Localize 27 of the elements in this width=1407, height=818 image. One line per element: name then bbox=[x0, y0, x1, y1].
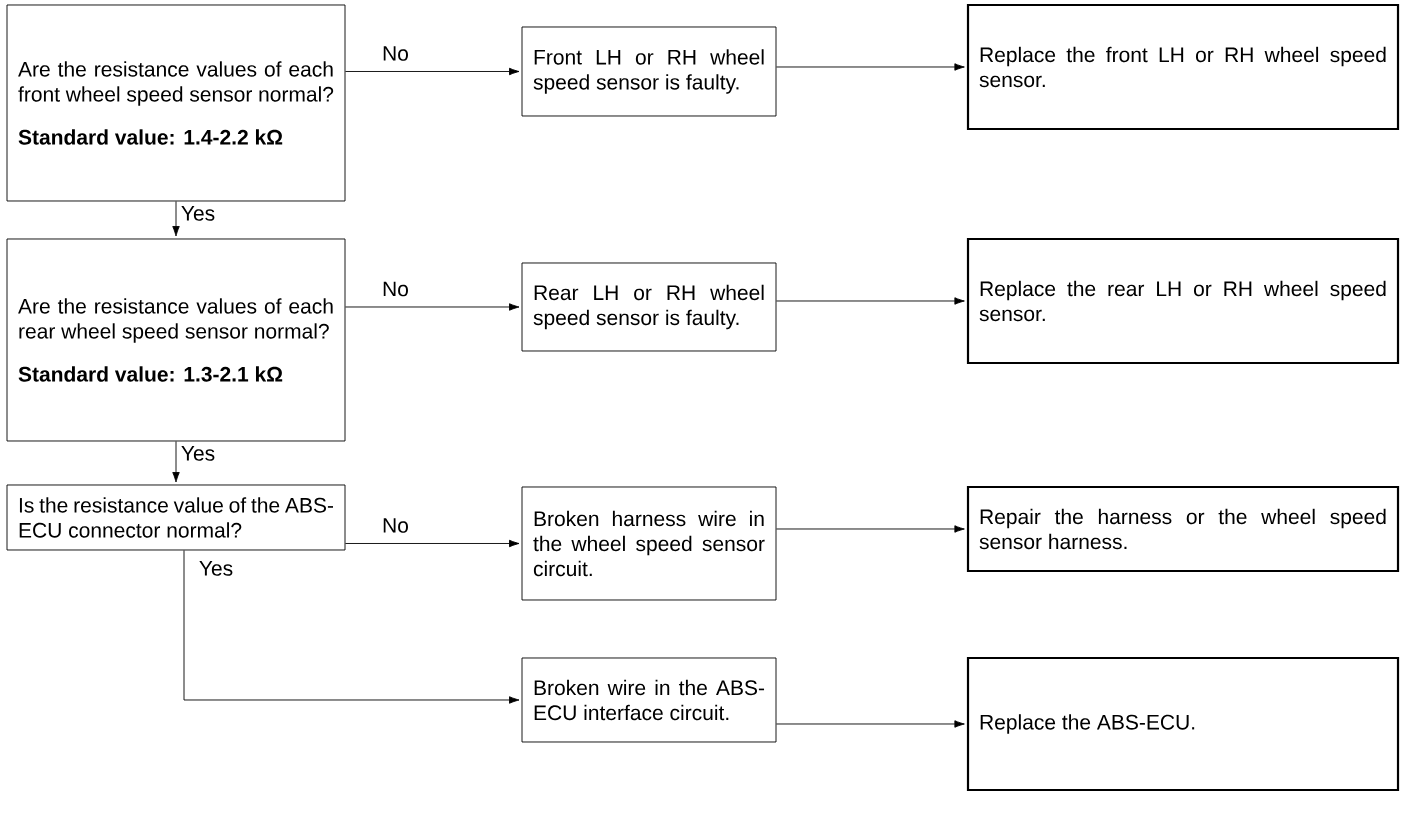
edge-label: Yes bbox=[179, 445, 217, 462]
arrow bbox=[345, 67, 520, 76]
edge-label: No bbox=[381, 517, 410, 534]
decision-box: Are the resistance values of each front wheel speed sensor normal? Standard value: 1.4-2.2 kΩ bbox=[6, 4, 346, 202]
arrow bbox=[776, 297, 965, 305]
arrow bbox=[172, 441, 180, 483]
decision-box: Is the resistance value of the ABS-ECU connector normal? bbox=[6, 484, 346, 551]
result-box: Broken wire in the ABS-ECU interface circuit. bbox=[521, 657, 777, 743]
result-box: Rear LH or RH wheel speed sensor is faulty. bbox=[521, 262, 777, 352]
arrow bbox=[345, 539, 520, 548]
arrow bbox=[776, 525, 965, 533]
edge-label: Yes bbox=[179, 205, 217, 222]
result-box: Broken harness wire in the wheel speed sensor circuit. bbox=[521, 486, 777, 601]
arrow bbox=[776, 63, 965, 71]
edge-label: No bbox=[381, 45, 410, 62]
result-box: Front LH or RH wheel speed sensor is faulty. bbox=[521, 26, 777, 117]
arrow bbox=[345, 303, 520, 311]
action-box: Replace the ABS-ECU. bbox=[966, 656, 1400, 792]
edge-label: No bbox=[381, 280, 410, 298]
action-box: Replace the rear LH or RH wheel speed sensor. bbox=[966, 237, 1400, 365]
edge-label: Yes bbox=[197, 560, 235, 577]
action-box: Replace the front LH or RH wheel speed sensor. bbox=[966, 3, 1400, 131]
decision-box: Are the resistance values of each rear wheel speed sensor normal? Standard value: 1.3-2.1 kΩ bbox=[6, 238, 346, 442]
arrow bbox=[776, 720, 965, 728]
arrow bbox=[183, 550, 520, 704]
action-box: Repair the harness or the wheel speed sensor harness. bbox=[966, 485, 1400, 573]
arrow bbox=[172, 201, 180, 237]
